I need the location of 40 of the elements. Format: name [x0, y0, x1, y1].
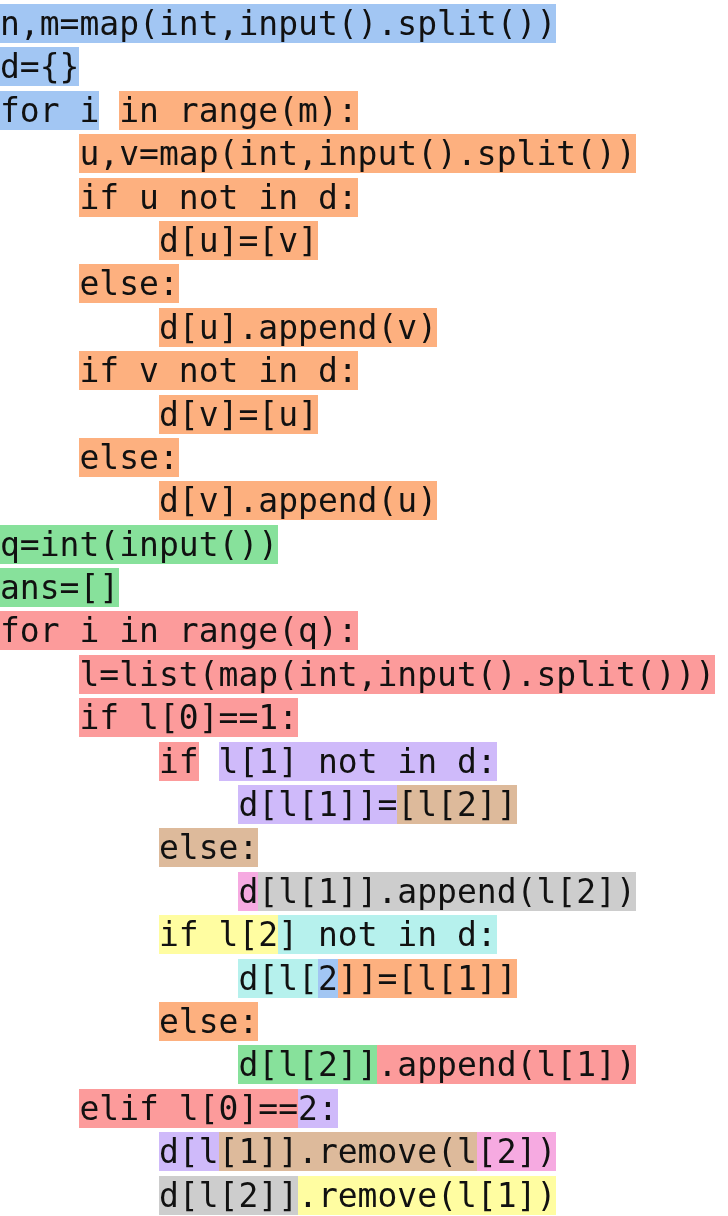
code-text: d={} [0, 47, 80, 87]
code-text: for i in range(q): [0, 611, 358, 651]
code-text: d[u].append(v) [158, 307, 438, 347]
code-text: n,m=map(int,input().split()) [0, 4, 557, 43]
code-text: d[v]=[u] [158, 394, 318, 434]
code-text: [2]) [476, 1132, 557, 1172]
code-text: d[l[1]]= [238, 785, 398, 825]
code-text: [l[2]] [397, 785, 517, 825]
code-text: ]]=[l[1]] [337, 958, 517, 998]
code-text: q=int(input()) [0, 524, 279, 564]
code-text: for i [0, 90, 100, 130]
code-text: d[l[2]] [238, 1045, 378, 1085]
code-text: l=list(map(int,input().split())) [79, 654, 716, 694]
code-text: else: [158, 1002, 259, 1041]
code-text: else: [79, 264, 179, 304]
code-text: .remove(l[1]) [298, 1175, 557, 1215]
code-text: else: [79, 437, 179, 477]
code-text: [l[1]].append(l[2]) [258, 871, 636, 911]
code-text: if v not in d: [79, 351, 358, 391]
code-text: d[l[ [238, 958, 318, 998]
code-text: d[u]=[v] [158, 220, 318, 260]
code-text: d[l[2]] [158, 1175, 298, 1215]
code-text: if l[0]==1: [79, 698, 298, 738]
code-text: [1]].remove(l [218, 1132, 477, 1172]
code-text: .append(l[1]) [377, 1045, 636, 1085]
code-text: ] not in d: [278, 915, 497, 955]
code-text: if [158, 741, 199, 781]
code-text: d[v].append(u) [158, 481, 438, 521]
code-text: l[1] not in d: [218, 741, 497, 781]
code-text: elif l[0]== [79, 1088, 298, 1128]
code-text: u,v=map(int,input().split()) [79, 134, 636, 174]
code-text: ans=[] [0, 568, 120, 608]
code-text: in range(m): [119, 90, 358, 130]
code-text: 2 [317, 958, 338, 998]
code-text: if u not in d: [79, 177, 358, 217]
code-text: 2: [298, 1088, 338, 1128]
code-text: d[l [158, 1132, 219, 1172]
code-text: else: [158, 828, 259, 868]
code-text: if l[2 [158, 915, 279, 955]
code-text: d [238, 871, 259, 911]
